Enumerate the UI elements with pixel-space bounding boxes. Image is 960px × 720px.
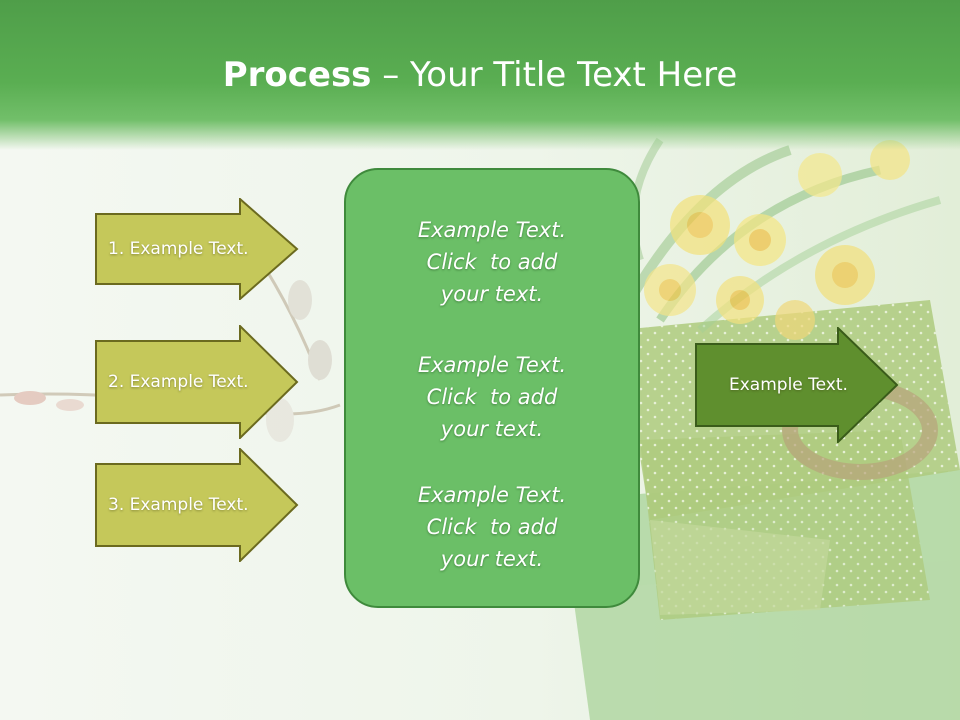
center-paragraph-1: Example Text. Click to add your text.	[346, 214, 638, 310]
paragraph-line: Example Text.	[346, 214, 638, 246]
slide-title[interactable]: Process – Your Title Text Here	[0, 52, 960, 98]
center-paragraph-3: Example Text. Click to add your text.	[346, 479, 638, 575]
paragraph-line: your text.	[346, 413, 638, 445]
paragraph-line: Example Text.	[346, 479, 638, 511]
left-arrow-label: 3. Example Text.	[108, 448, 249, 562]
left-arrow-2[interactable]: 2. Example Text.	[95, 325, 299, 439]
center-paragraph-2: Example Text. Click to add your text.	[346, 349, 638, 445]
left-arrow-1[interactable]: 1. Example Text.	[95, 198, 299, 300]
title-bold-text: Process	[223, 55, 372, 95]
paragraph-line: your text.	[346, 278, 638, 310]
paragraph-line: Click to add	[346, 381, 638, 413]
paragraph-line: Click to add	[346, 246, 638, 278]
center-text-box[interactable]: Example Text. Click to add your text. Ex…	[344, 168, 640, 608]
title-rest-text: – Your Title Text Here	[371, 55, 737, 95]
right-arrow[interactable]: Example Text.	[695, 327, 899, 443]
right-arrow-label: Example Text.	[729, 327, 848, 443]
left-arrow-label: 1. Example Text.	[108, 198, 249, 300]
paragraph-line: your text.	[346, 543, 638, 575]
left-arrow-3[interactable]: 3. Example Text.	[95, 448, 299, 562]
left-arrow-label: 2. Example Text.	[108, 325, 249, 439]
paragraph-line: Click to add	[346, 511, 638, 543]
paragraph-line: Example Text.	[346, 349, 638, 381]
